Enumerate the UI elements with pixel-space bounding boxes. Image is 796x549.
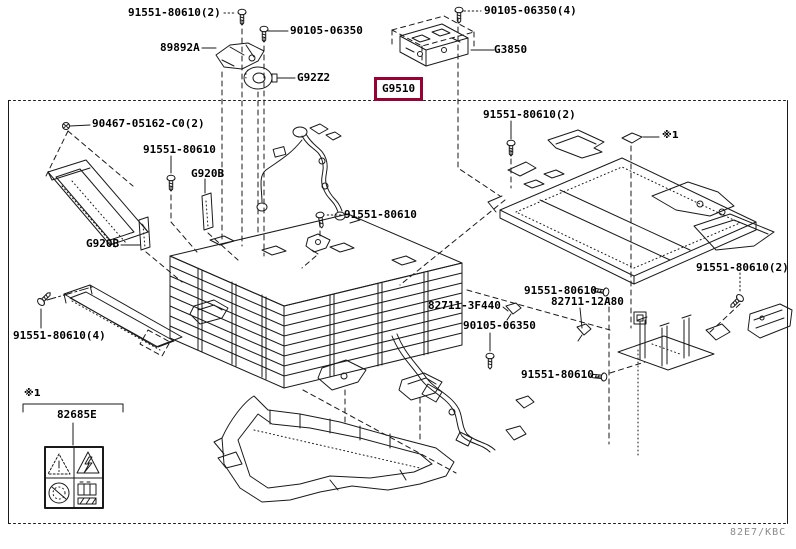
leader-lines: [22, 30, 660, 446]
part-label-frame-bolt-upper[interactable]: 91551-80610: [524, 284, 597, 297]
part-battery-stack-drawing: [169, 213, 463, 389]
part-label-frame-bolt-lower[interactable]: 91551-80610: [521, 368, 594, 381]
part-label-clamp-b[interactable]: 82711-12A80: [551, 295, 624, 308]
part-spacer-g920b-left-drawing: [138, 216, 151, 251]
screw-icon: [454, 6, 464, 24]
high-voltage-icon: [76, 451, 100, 474]
screw-icon: [62, 122, 70, 130]
part-label-left-bolt-quad[interactable]: 91551-80610(4): [13, 329, 106, 342]
part-label-top-bracket[interactable]: 89892A: [160, 41, 200, 54]
part-wire-harness-drawing: [256, 123, 346, 221]
part-label-lower-nut[interactable]: 90105-06350: [463, 319, 536, 332]
diagram-border: [8, 100, 788, 524]
part-label-left-screw[interactable]: 90467-05162-C0(2): [92, 117, 205, 130]
part-left-rail-drawing: [63, 284, 183, 357]
part-upper-cover-drawing: [487, 129, 775, 285]
center-lines: [46, 286, 639, 459]
part-label-center-bolt[interactable]: 91551-80610: [344, 208, 417, 221]
part-hv-cable-drawing: [391, 333, 535, 453]
selected-part-label[interactable]: G9510: [374, 77, 424, 101]
part-label-cover-bolt[interactable]: 91551-80610(2): [483, 108, 576, 121]
part-label-top-left-bolt[interactable]: 91551-80610(2): [128, 6, 221, 19]
part-label-top-grommet[interactable]: G92Z2: [297, 71, 331, 84]
part-left-tray-drawing: [47, 159, 149, 249]
ref-mark-cover: ※1: [662, 130, 679, 141]
part-label-spacer-right[interactable]: G920B: [191, 167, 225, 180]
part-junction-assembly-drawing: [617, 311, 731, 371]
diagram-code: 82E7/KBC: [730, 527, 787, 538]
part-label-left-bolt-upper[interactable]: 91551-80610: [143, 143, 216, 156]
part-bracket-89892a-drawing: [215, 42, 265, 70]
part-label-right-bolt[interactable]: 91551-80610(2): [696, 261, 789, 274]
part-right-bracket-drawing: [747, 303, 793, 339]
bolt-icon: [35, 289, 54, 308]
part-under-cover-drawing: [213, 395, 455, 503]
part-spacer-g920b-right-drawing: [201, 192, 214, 231]
part-label-top-right-bolt[interactable]: 90105-06350(4): [484, 4, 577, 17]
ref-part-shim: [621, 132, 643, 144]
battery-icon: [77, 481, 97, 505]
part-label-spacer-left[interactable]: G920B: [86, 237, 120, 250]
part-label-top-right-unit[interactable]: G3850: [494, 43, 528, 56]
part-label-top-nut[interactable]: 90105-06350: [290, 24, 363, 37]
ref-mark-label: ※1: [24, 388, 41, 399]
part-clamp-a-drawing: [505, 302, 522, 321]
part-clamp-b-drawing: [576, 323, 592, 342]
part-grommet-g92z2-drawing: [243, 66, 278, 90]
part-label-clamp-a[interactable]: 82711-3F440: [428, 299, 501, 312]
caution-sticker-drawing: [44, 446, 104, 509]
part-unit-g3850-drawing: [391, 15, 475, 67]
part-mount-brackets-drawing: [189, 299, 443, 401]
part-label-caution[interactable]: 82685E: [57, 408, 97, 421]
dotted-leaders: [223, 10, 741, 294]
part-clamp-bracket-drawing: [305, 233, 331, 255]
assembly-lines: [45, 17, 741, 474]
recycle-icon: [48, 482, 70, 504]
warning-triangle-icon: [47, 453, 71, 475]
fastener-icons: [35, 6, 746, 382]
bolt-icon: [485, 352, 495, 370]
